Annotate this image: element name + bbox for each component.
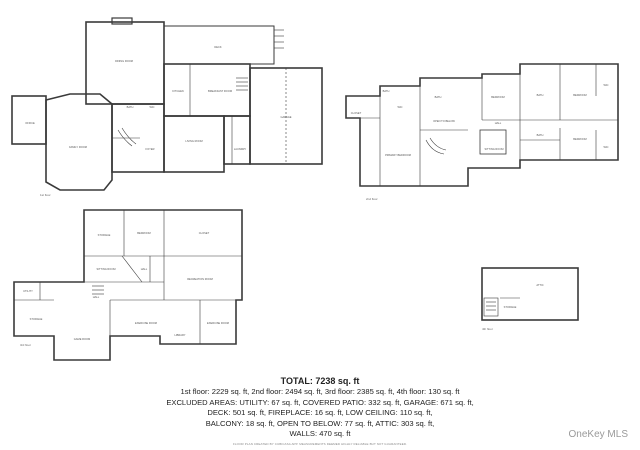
floor-c-labels: STORAGE BEDROOM CLOSET SITTING ROOM HALL… xyxy=(20,231,229,347)
total-area: TOTAL: 7238 sq. ft xyxy=(280,376,360,386)
label-attic: ATTIC xyxy=(536,283,543,287)
label-wic-b: WIC xyxy=(397,105,402,109)
label-storage-c: STORAGE xyxy=(98,233,111,237)
label-kitchen: KITCHEN xyxy=(172,89,184,93)
label-breakfast-room: BREAKFAST ROOM xyxy=(208,89,232,93)
excluded-areas-line-1: EXCLUDED AREAS: UTILITY: 67 sq. ft, COVE… xyxy=(166,397,474,407)
living-room xyxy=(163,115,225,173)
label-exercise-room: EXERCISE ROOM xyxy=(135,321,157,325)
family-room-outline xyxy=(45,93,113,191)
label-closet-b: CLOSET xyxy=(351,111,362,115)
label-wic-b2: WIC xyxy=(603,83,608,87)
label-family-room: FAMILY ROOM xyxy=(69,145,87,149)
label-storage-d: STORAGE xyxy=(504,305,517,309)
label-hall-b: HALL xyxy=(495,121,502,125)
label-hall-c: HALL xyxy=(141,267,148,271)
area-summary: TOTAL: 7238 sq. ft 1st floor: 2229 sq. f… xyxy=(140,376,500,446)
label-wic-a: WIC xyxy=(149,105,154,109)
label-library: LIBRARY xyxy=(174,333,185,337)
floor-label-fourth: 4th floor xyxy=(482,327,493,331)
label-primary-bedroom: PRIMARY BEDROOM xyxy=(385,153,411,157)
label-utility: UTILITY xyxy=(23,289,33,293)
office-room xyxy=(11,95,47,145)
floor-label-second: 2nd floor xyxy=(366,197,378,201)
label-exercise-room-2: EXERCISE ROOM xyxy=(207,321,229,325)
label-storage-c2: STORAGE xyxy=(30,317,43,321)
label-wic-b3: WIC xyxy=(603,145,608,149)
label-dining-room: DINING ROOM xyxy=(115,59,133,63)
disclaimer-text: FLOOR PLAN CREATED BY CUBICASA APP. MEAS… xyxy=(232,441,408,446)
excluded-areas-line-3: BALCONY: 18 sq. ft, OPEN TO BELOW: 77 sq… xyxy=(205,418,435,428)
label-closet-c: CLOSET xyxy=(199,231,210,235)
fireplace-dining xyxy=(111,17,133,25)
excluded-areas-line-4: WALLS: 470 sq. ft xyxy=(289,429,351,439)
label-bath-b3: BATH xyxy=(537,133,544,137)
floor-plan-drawing: OFFICE FAMILY ROOM DINING ROOM DECK KITC… xyxy=(11,17,619,361)
label-laundry: LAUNDRY xyxy=(234,147,247,151)
label-bedroom-c: BEDROOM xyxy=(137,231,150,235)
floor-d-labels: ATTIC STORAGE 4th floor xyxy=(482,283,544,331)
label-bath-b2: BATH xyxy=(537,93,544,97)
floor-label-first: 1st floor xyxy=(40,193,51,197)
floor-areas-line: 1st floor: 2229 sq. ft, 2nd floor: 2494 … xyxy=(180,387,460,396)
label-deck: DECK xyxy=(214,45,221,49)
laundry-room xyxy=(223,115,251,165)
label-primary-bath: BATH xyxy=(435,95,442,99)
label-living-room: LIVING ROOM xyxy=(185,139,202,143)
floor-label-third: 3rd floor xyxy=(20,343,31,347)
label-foyer: FOYER xyxy=(146,147,155,151)
label-hall-c2: HALL xyxy=(93,295,100,299)
floor-b-labels: CLOSET BATH WIC BATH PRIMARY BEDROOM OPE… xyxy=(351,83,609,201)
floor-a-labels: OFFICE FAMILY ROOM DINING ROOM DECK KITC… xyxy=(25,45,292,197)
dining-room xyxy=(85,21,165,105)
label-bath-a: BATH xyxy=(127,105,134,109)
deck-area xyxy=(163,25,275,65)
label-open-to-below: OPEN TO BELOW xyxy=(433,119,455,123)
label-bedroom-b1: BEDROOM xyxy=(491,95,504,99)
onekey-mls-watermark: OneKey MLS xyxy=(568,429,628,440)
label-recreation-room: RECREATION ROOM xyxy=(187,277,213,281)
label-bedroom-b2: BEDROOM xyxy=(573,93,586,97)
label-sitting-c: SITTING ROOM xyxy=(96,267,115,271)
label-garage: GARAGE xyxy=(280,115,291,119)
label-bath-b1: BATH xyxy=(383,89,390,93)
label-bedroom-b3: BEDROOM xyxy=(573,137,586,141)
floor-plan-first xyxy=(11,17,323,191)
floor-plan-fourth xyxy=(481,267,579,321)
label-game-room: GAME ROOM xyxy=(74,337,90,341)
fourth-floor-outline xyxy=(481,267,579,321)
label-sitting-room: SITTING ROOM xyxy=(484,147,503,151)
excluded-areas-line-2: DECK: 501 sq. ft, FIREPLACE: 16 sq. ft, … xyxy=(207,408,433,418)
label-office: OFFICE xyxy=(25,121,35,125)
